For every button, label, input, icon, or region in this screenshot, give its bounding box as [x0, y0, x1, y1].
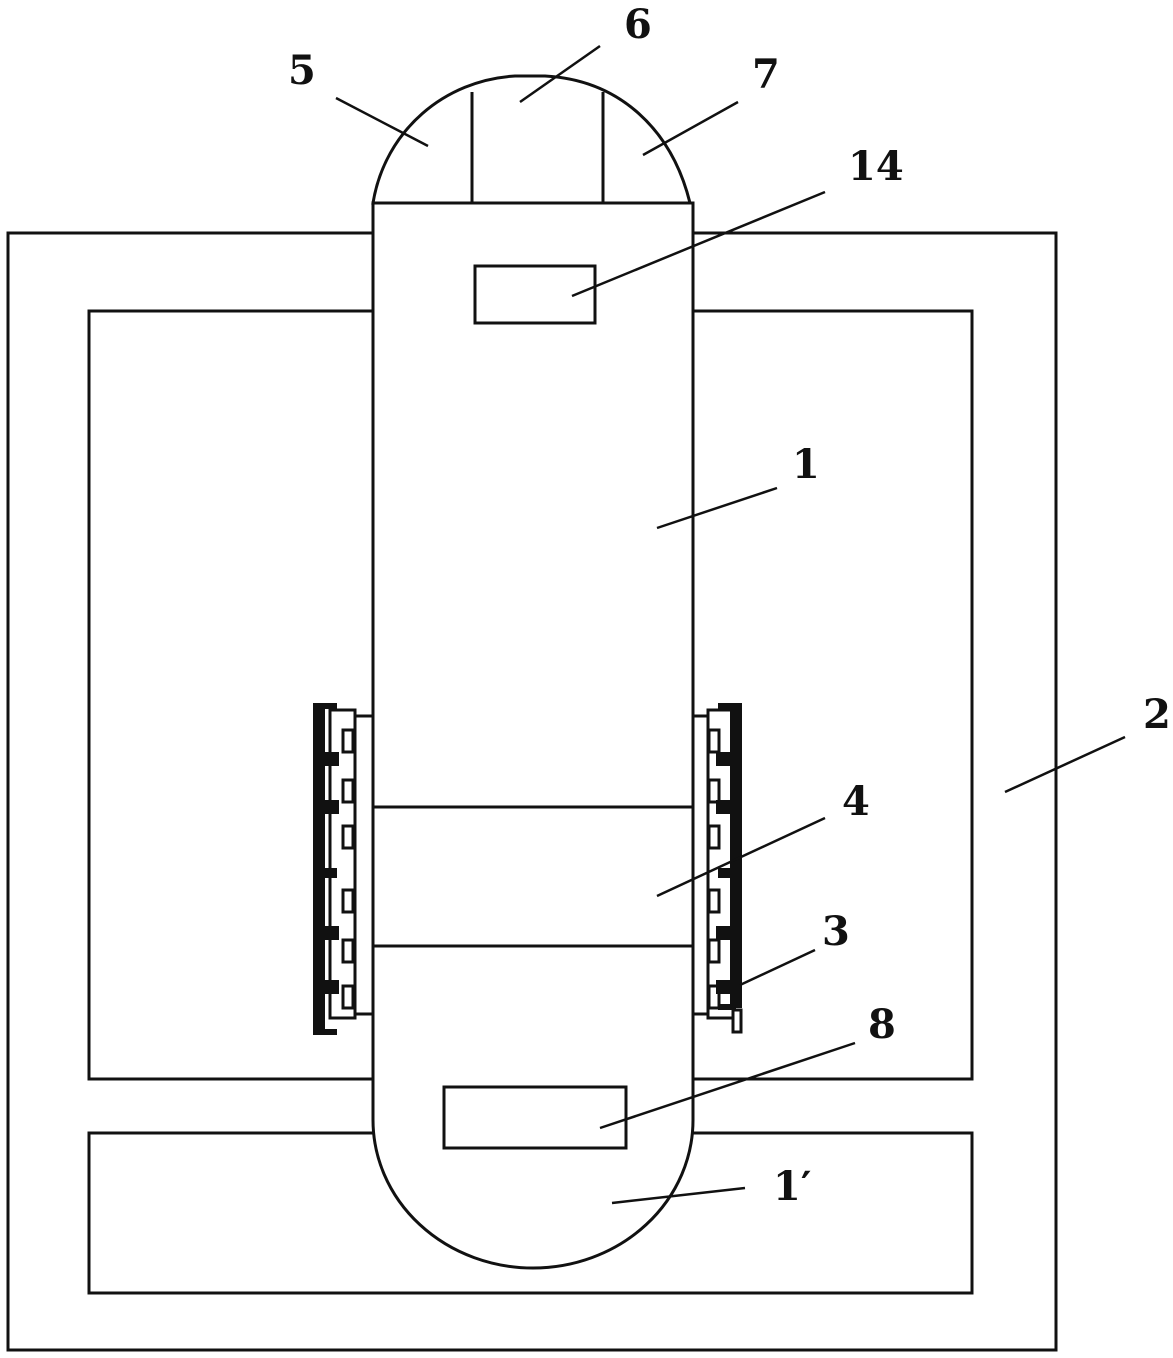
leader-7 [642, 100, 739, 157]
leader-14 [571, 190, 826, 298]
box-8 [442, 1085, 628, 1150]
main-body [371, 201, 695, 1270]
leader-3 [739, 948, 816, 987]
label-7: 7 [752, 51, 780, 98]
label-14: 14 [848, 143, 904, 190]
label-8: 8 [868, 1001, 896, 1048]
leader-4 [656, 816, 826, 898]
leader-1 [656, 486, 778, 530]
label-4: 4 [842, 778, 870, 825]
leader-8 [599, 1041, 856, 1130]
leader-5 [335, 96, 429, 148]
label-1-prime: 1′ [773, 1163, 811, 1210]
label-5: 5 [288, 47, 316, 94]
label-1: 1 [792, 441, 820, 488]
top-dome [371, 74, 692, 205]
rack-left [313, 703, 375, 1035]
label-3: 3 [822, 908, 850, 955]
leader-6 [519, 44, 601, 104]
label-2: 2 [1143, 691, 1171, 738]
label-6: 6 [624, 1, 652, 48]
leader-1-prime [611, 1186, 746, 1205]
leader-2 [1004, 735, 1126, 794]
